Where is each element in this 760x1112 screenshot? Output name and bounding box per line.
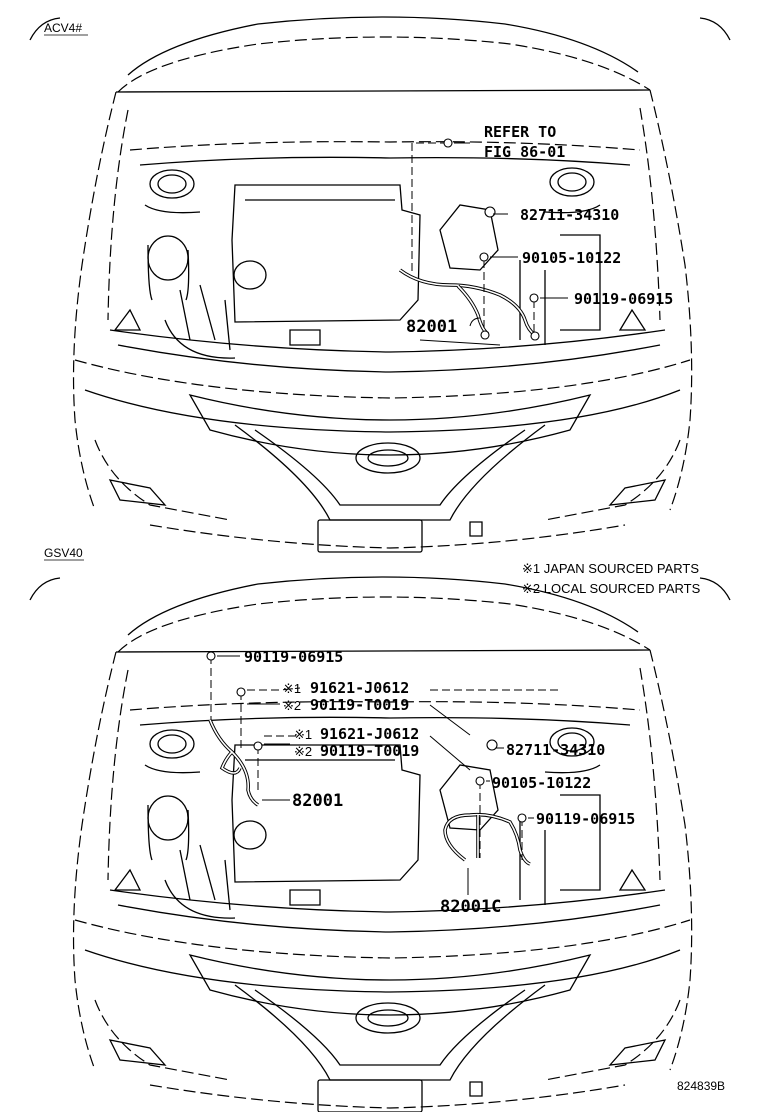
wire-harness-82001 <box>398 206 540 341</box>
callout-90119-06915: 90119-06915 <box>574 290 673 308</box>
callout-82711-34310: 82711-34310 <box>520 206 619 224</box>
diagram-id: 824839B <box>677 1079 725 1093</box>
mark-local-b: ※2 <box>294 744 312 759</box>
section-tag-gsv40: GSV40 <box>44 546 83 560</box>
callout-90119-06915-b: 90119-06915 <box>536 810 635 828</box>
mark-japan-b: ※1 <box>294 727 312 742</box>
callout-refer-line1: REFER TO <box>484 123 556 141</box>
legend-local-sourced: ※2 LOCAL SOURCED PARTS <box>522 581 701 596</box>
callout-90119-06915-top: 90119-06915 <box>244 648 343 666</box>
mark-japan-a: ※1 <box>283 681 301 696</box>
callout-82001: 82001 <box>406 317 457 337</box>
vehicle-front-outline <box>29 16 731 553</box>
callout-90105-10122-b: 90105-10122 <box>492 774 591 792</box>
callout-82711-34310-b: 82711-34310 <box>506 741 605 759</box>
callout-refer-line2: FIG 86-01 <box>484 143 565 161</box>
clamp-part <box>484 206 496 218</box>
section-tag-acv4: ACV4# <box>44 21 82 35</box>
callout-82001c: 82001C <box>440 897 501 917</box>
wire-harness-82001c <box>443 739 531 866</box>
callout-91621-j0612-b: 91621-J0612 <box>320 725 419 743</box>
wire-harness-82001 <box>208 719 259 807</box>
callout-90105-10122: 90105-10122 <box>522 249 621 267</box>
callout-90119-t0019-a: 90119-T0019 <box>310 696 409 714</box>
section-gsv40: GSV40 ※1 JAPAN SOURCED PARTS ※2 LOCAL SO… <box>29 546 731 1112</box>
callout-91621-j0612-a: 91621-J0612 <box>310 679 409 697</box>
legend-japan-sourced: ※1 JAPAN SOURCED PARTS <box>522 561 699 576</box>
callout-90119-t0019-b: 90119-T0019 <box>320 742 419 760</box>
callout-82001-left: 82001 <box>292 791 343 811</box>
vehicle-front-outline <box>29 576 731 1112</box>
section-acv4: ACV4# REFER TO FIG 86-01 82711-34 <box>29 16 731 553</box>
mark-local-a: ※2 <box>283 698 301 713</box>
